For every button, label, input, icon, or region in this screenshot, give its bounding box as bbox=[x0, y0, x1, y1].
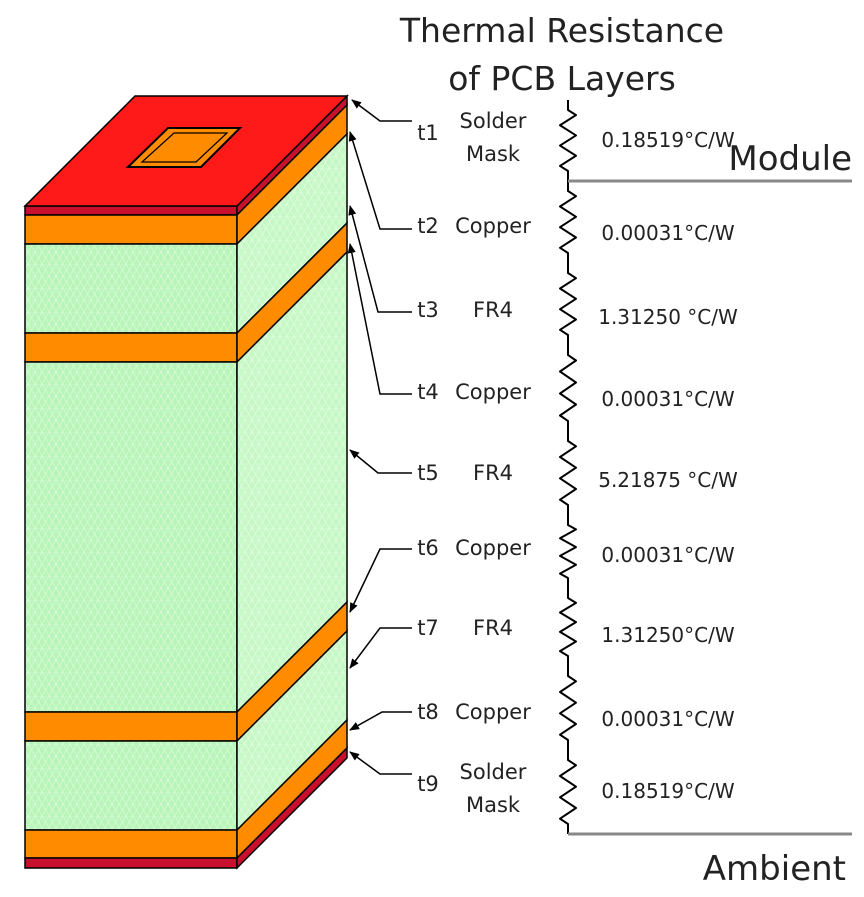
layer-name-t9-line-1: Solder bbox=[460, 760, 527, 784]
layer-id-t5: t5 bbox=[417, 461, 439, 485]
layer-id-t7: t7 bbox=[417, 616, 439, 640]
layer-resistance-t8: 0.00031°C/W bbox=[601, 707, 734, 731]
leader-arrow-t3 bbox=[348, 205, 412, 313]
resistor-t4 bbox=[559, 345, 577, 431]
layer-name-t1-line-1: Solder bbox=[460, 109, 527, 133]
front-band-fr4 bbox=[24, 361, 238, 713]
front-band-copper bbox=[24, 332, 238, 363]
leader-arrow-t2 bbox=[348, 131, 412, 230]
layer-resistance-t1: 0.18519°C/W bbox=[601, 128, 734, 152]
layer-resistance-t9: 0.18519°C/W bbox=[601, 779, 734, 803]
leader-arrows bbox=[347, 99, 412, 775]
layer-name-t9-line-2: Mask bbox=[466, 793, 521, 817]
layer-resistance-t4: 0.00031°C/W bbox=[601, 387, 734, 411]
layer-id-t1: t1 bbox=[417, 121, 439, 145]
front-band-copper bbox=[24, 214, 238, 245]
layer-id-t2: t2 bbox=[417, 214, 439, 238]
layer-id-t3: t3 bbox=[417, 298, 439, 322]
front-band-copper bbox=[24, 711, 238, 742]
module-label: Module bbox=[728, 139, 852, 179]
title-line-2: of PCB Layers bbox=[448, 59, 676, 98]
resistor-t8 bbox=[559, 666, 577, 750]
layer-resistance-t2: 0.00031°C/W bbox=[601, 221, 734, 245]
layer-resistance-t6: 0.00031°C/W bbox=[601, 543, 734, 567]
resistor-t6 bbox=[559, 515, 577, 588]
layer-name-t8: Copper bbox=[455, 700, 531, 724]
layer-name-t5: FR4 bbox=[473, 461, 513, 485]
leader-arrow-t9 bbox=[349, 751, 412, 775]
layer-name-t4: Copper bbox=[455, 380, 531, 404]
front-band-solder-mask bbox=[24, 857, 238, 869]
front-band-fr4 bbox=[24, 243, 238, 334]
resistor-chain bbox=[559, 100, 577, 834]
leader-arrow-t4 bbox=[347, 243, 412, 395]
layer-resistance-t5: 5.21875 °C/W bbox=[598, 468, 738, 492]
pad-opening bbox=[125, 127, 243, 168]
layer-name-t1-line-2: Mask bbox=[466, 142, 521, 166]
front-band-fr4 bbox=[24, 740, 238, 831]
title-line-1: Thermal Resistance bbox=[399, 11, 724, 50]
leader-arrow-t6 bbox=[349, 548, 412, 613]
side-band-solder-mask bbox=[236, 746, 348, 870]
layer-name-t7: FR4 bbox=[473, 616, 513, 640]
layer-name-t6: Copper bbox=[455, 536, 531, 560]
layer-id-t9: t9 bbox=[417, 772, 439, 796]
resistor-t9 bbox=[559, 750, 577, 834]
resistor-t3 bbox=[559, 263, 577, 345]
layer-name-t2: Copper bbox=[455, 214, 531, 238]
layer-id-t8: t8 bbox=[417, 700, 439, 724]
leader-arrow-t8 bbox=[349, 711, 412, 731]
resistor-t7 bbox=[559, 588, 577, 666]
layer-id-t4: t4 bbox=[417, 380, 439, 404]
resistor-t5 bbox=[559, 431, 577, 515]
leader-arrow-t5 bbox=[349, 449, 412, 474]
pcb-stack bbox=[23, 94, 349, 870]
leader-arrow-t7 bbox=[349, 627, 412, 669]
layer-name-t3: FR4 bbox=[473, 298, 513, 322]
front-band-solder-mask bbox=[24, 205, 238, 216]
layer-id-t6: t6 bbox=[417, 536, 439, 560]
layer-resistance-t3: 1.31250 °C/W bbox=[598, 305, 738, 329]
pad-opening-inner bbox=[140, 132, 229, 163]
resistor-t1 bbox=[559, 100, 577, 181]
front-band-copper bbox=[24, 829, 238, 859]
layer-resistance-t7: 1.31250°C/W bbox=[601, 623, 734, 647]
resistor-t2 bbox=[559, 181, 577, 263]
leader-arrow-t1 bbox=[351, 99, 412, 122]
ambient-label: Ambient bbox=[703, 849, 846, 889]
